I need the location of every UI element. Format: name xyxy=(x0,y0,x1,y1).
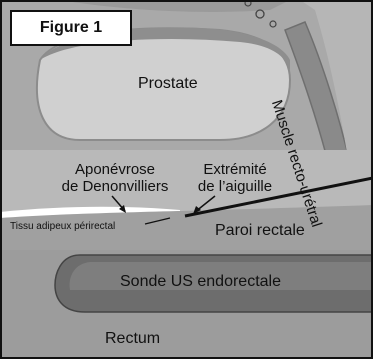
probe-label: Sonde US endorectale xyxy=(120,273,281,291)
needle-tip-label-line2: de l’aiguille xyxy=(185,179,285,196)
perirectal-fat-label: Tissu adipeux périrectal xyxy=(10,221,115,232)
figure-title: Figure 1 xyxy=(10,10,132,46)
fascia-label-line2: de Denonvilliers xyxy=(55,179,175,196)
fascia-label: Aponévrose de Denonvilliers xyxy=(55,162,175,196)
prostate-label: Prostate xyxy=(138,75,198,93)
rectal-wall-label: Paroi rectale xyxy=(215,222,305,240)
needle-tip-label-line1: Extrémité xyxy=(185,162,285,179)
fascia-label-line1: Aponévrose xyxy=(55,162,175,179)
needle-tip-label: Extrémité de l’aiguille xyxy=(185,162,285,196)
rectum-label: Rectum xyxy=(105,330,160,348)
